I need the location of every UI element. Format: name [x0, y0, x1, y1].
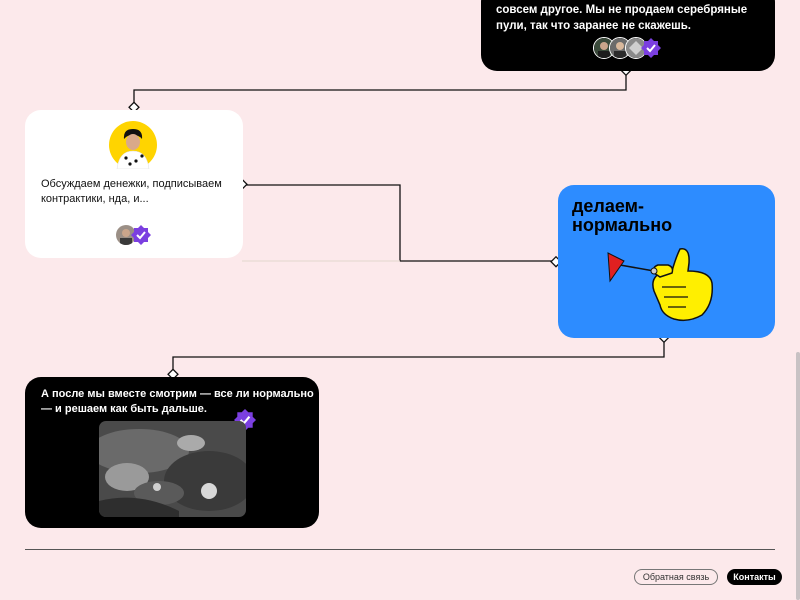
card-text: А после мы вместе смотрим — все ли норма… — [41, 388, 314, 415]
card-text: совсем другое. Мы не продаем серебряные … — [496, 4, 748, 32]
page-scrollbar[interactable] — [796, 352, 800, 600]
card-review-together: А после мы вместе смотрим — все ли норма… — [25, 377, 319, 528]
contacts-button[interactable]: Контакты — [727, 569, 782, 585]
connector-node — [167, 368, 179, 381]
connector-node — [128, 101, 140, 114]
card-text: Обсуждаем денежки, подписываем контракти… — [41, 178, 222, 205]
card-title: делаем-нормально — [572, 196, 673, 235]
card-avatars — [593, 37, 661, 59]
avatar — [109, 121, 157, 169]
verified-badge-icon — [641, 38, 661, 58]
feedback-button[interactable]: Обратная связь — [634, 569, 718, 585]
footer-divider — [25, 549, 775, 550]
gif-preview-image — [99, 421, 246, 517]
card-money-contracts: Обсуждаем денежки, подписываем контракти… — [25, 110, 243, 258]
card-avatars — [115, 224, 151, 246]
verified-badge-icon — [131, 225, 151, 245]
card-no-silver-bullets: совсем другое. Мы не продаем серебряные … — [481, 0, 775, 71]
flag-hand-illustration — [607, 248, 714, 322]
card-delaem-normalno: делаем-нормально — [558, 185, 775, 338]
